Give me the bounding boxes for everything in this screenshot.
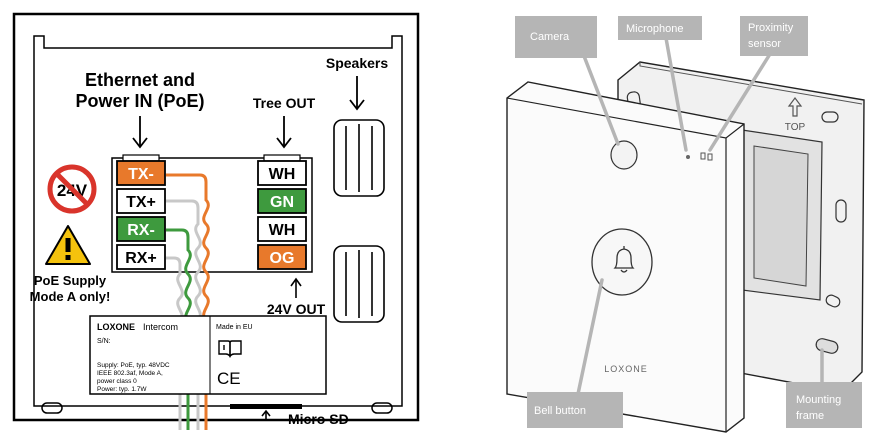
slot-right [371,402,393,414]
speakers-title: Speakers [326,55,388,71]
terminal-tree-label: GN [270,194,294,211]
camera-lens [610,140,638,170]
callout-proximity-label-2: sensor [748,38,781,50]
terminal-poe-label: RX+ [125,250,157,267]
terminal-poe-label: TX+ [126,194,156,211]
label-product: Intercom [143,322,178,332]
label-spec-4: Power: typ. 1.7W [97,386,147,393]
poe-note-line1: PoE Supply [34,273,107,288]
ethernet-title-line1: Ethernet and [85,70,195,90]
ce-mark: CE [217,369,241,388]
arrow-down-icon [132,116,148,149]
ethernet-title-line2: Power IN (PoE) [75,91,204,111]
speaker-grille-lower [333,245,385,323]
callout-mounting: Mounting frame [786,382,862,428]
wire-white-green [166,256,184,430]
housing-inner-outline [33,35,403,407]
cable-twisted-pairs [166,173,210,430]
terminal-tree-og: OG [257,244,307,270]
housing-outline [12,12,420,422]
label-spec-1: Supply: PoE, typ. 48VDC [97,362,170,369]
terminal-tree-label: WH [269,166,296,183]
bell-icon [613,246,635,273]
callout-proximity-label-1: Proximity [748,22,794,34]
arrow-up-icon [290,277,302,298]
callout-camera: Camera [515,16,597,58]
arrow-down-icon [276,116,292,149]
bell-button[interactable] [591,228,653,296]
label-made-in: Made in EU [216,324,253,331]
label-brand: LOXONE [97,322,135,332]
terminal-block-poe: TX- TX+ RX- RX+ [116,154,166,270]
proximity-sensor-right [707,153,713,161]
terminal-poe-label: RX- [127,222,155,239]
terminal-poe-rx: RX+ [116,244,166,270]
label-spec-2: IEEE 802.3af, Mode A, [97,370,163,377]
terminal-poe-tx: TX- [116,160,166,186]
wire-orange [166,173,210,430]
callout-microphone: Microphone [618,16,702,40]
callout-bell-label: Bell button [534,405,586,417]
terminal-tree-gn: GN [257,188,307,214]
terminal-poe-label: TX- [128,166,154,183]
terminal-poe-rx: RX- [116,216,166,242]
callout-mounting-label-2: frame [796,410,824,422]
callout-mounting-label-1: Mounting [796,394,841,406]
callout-microphone-label: Microphone [626,23,683,35]
proximity-sensor-left [700,152,706,160]
front-brand: LOXONE [604,364,648,374]
micro-sd-slot [230,404,302,409]
wire-white-orange [166,199,202,430]
micro-sd-label: Micro SD [288,411,349,427]
product-label: LOXONE Intercom Made in EU S/N: Supply: … [89,315,327,395]
terminal-tree-label: WH [269,222,296,239]
manual-icon [218,340,242,358]
speaker-grille-upper [333,119,385,197]
callout-lines [576,36,824,396]
slot-left [41,402,63,414]
callout-bell: Bell button [527,392,623,428]
wire-green [166,228,192,430]
device-panel: TOP LOXONE [506,16,865,433]
terminal-tree-label: OG [270,250,295,267]
no-24v-icon: 24V [47,164,97,214]
label-serial: S/N: [97,338,111,345]
out-24v-label: 24V OUT [267,301,326,317]
poe-note-line2: Mode A only! [30,289,111,304]
arrow-up-icon [787,97,803,117]
microphone-hole [686,155,690,159]
arrow-down-icon [349,76,365,111]
front-plate: LOXONE [506,81,745,433]
connector-block [111,157,313,273]
frame-top-label: TOP [785,122,806,133]
label-spec-3: power class 0 [97,378,137,385]
callout-proximity: Proximity sensor [740,16,808,56]
corner-arrow-icon [261,409,282,421]
warning-icon [45,225,91,265]
terminal-poe-tx: TX+ [116,188,166,214]
tree-out-title: Tree OUT [253,95,316,111]
terminal-block-tree: WH GN WH OG [257,154,307,270]
callout-camera-label: Camera [530,31,570,43]
terminal-tree-wh: WH [257,160,307,186]
wiring-panel: TX- TX+ RX- RX+ WH GN WH OG Ethernet and Power… [12,12,420,430]
terminal-tree-wh: WH [257,216,307,242]
